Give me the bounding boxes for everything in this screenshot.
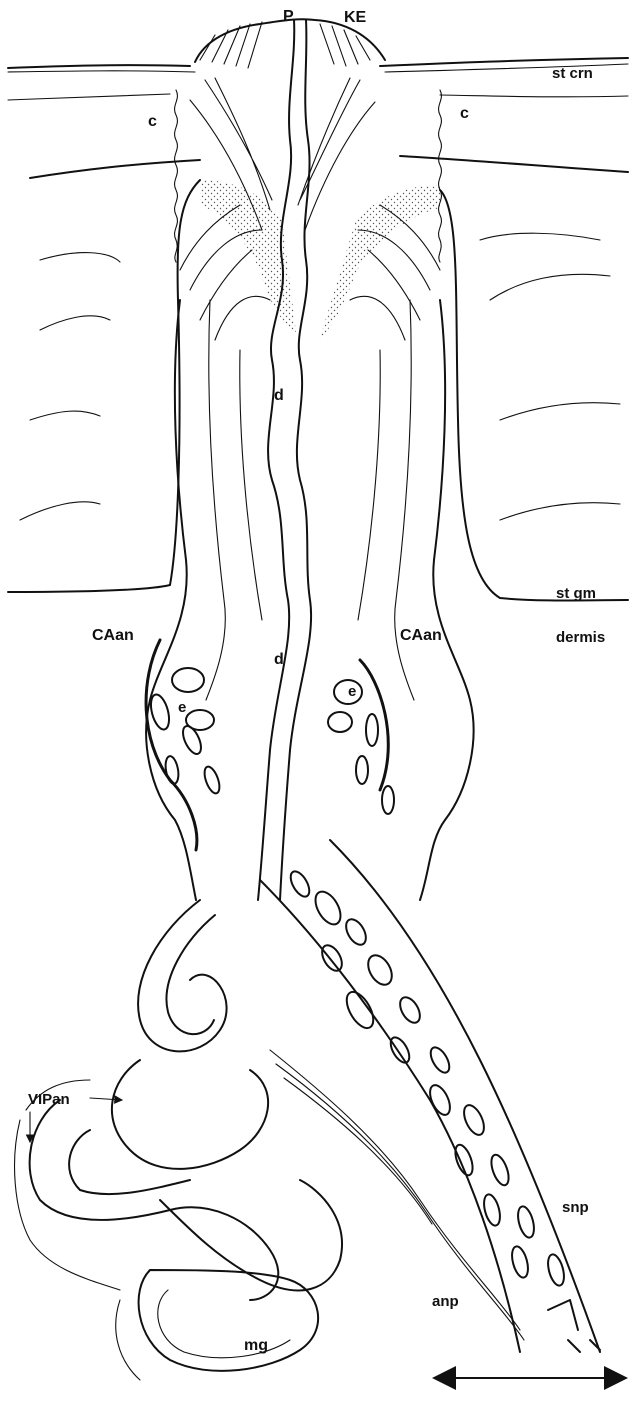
axon-c-right: [439, 90, 442, 262]
stratum-corneum: [8, 58, 628, 178]
vipan-pointer: [90, 1098, 122, 1100]
coiled-gland-mg: [30, 900, 342, 1371]
label-d-lower: d: [274, 651, 284, 668]
label-dermis: dermis: [556, 629, 605, 646]
label-d-upper: d: [274, 387, 284, 404]
label-VIPan: VIPan: [28, 1091, 70, 1108]
label-P: P: [283, 8, 294, 25]
axon-c-left: [175, 90, 178, 262]
central-duct: [258, 20, 311, 900]
stratum-germinativum: [8, 180, 628, 601]
label-CAan-left: CAan: [92, 627, 134, 644]
label-e-right: e: [348, 683, 356, 700]
label-CAan-right: CAan: [400, 627, 442, 644]
label-c-left: c: [148, 113, 157, 130]
label-KE: KE: [344, 9, 367, 26]
label-snp: snp: [562, 1199, 589, 1216]
nerve-plexus-snp: [260, 840, 600, 1352]
vascular-network-left: [146, 640, 222, 850]
vascular-network-right: [328, 660, 394, 814]
label-e-left: e: [178, 699, 186, 716]
label-mg: mg: [244, 1337, 268, 1354]
label-anp: anp: [432, 1293, 459, 1310]
label-stcrn: st crn: [552, 65, 593, 82]
vipan-fibers: [15, 1080, 140, 1380]
label-stgm: st gm: [556, 585, 596, 602]
label-c-right: c: [460, 105, 469, 122]
